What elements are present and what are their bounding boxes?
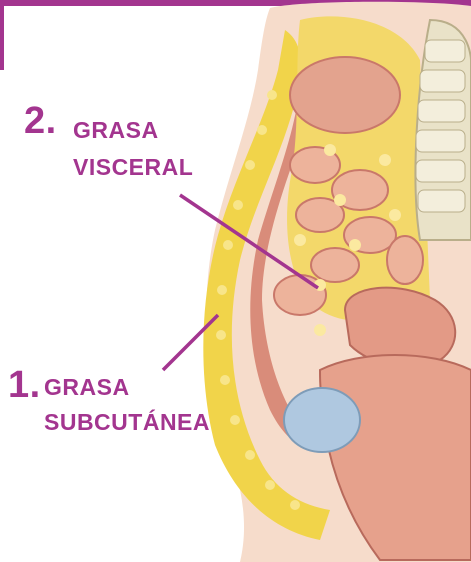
subcutaneous-label-number: 1. (8, 366, 41, 404)
visceral-label-line1: GRASA (73, 117, 159, 144)
subcutaneous-label-line2: SUBCUTÁNEA (44, 409, 210, 436)
bladder (284, 388, 360, 452)
visceral-label-line2: VISCERAL (73, 154, 193, 181)
subcutaneous-label-line1: GRASA (44, 374, 130, 401)
visceral-label-number: 2. (24, 102, 57, 140)
stomach (290, 57, 400, 133)
spine (415, 20, 471, 240)
